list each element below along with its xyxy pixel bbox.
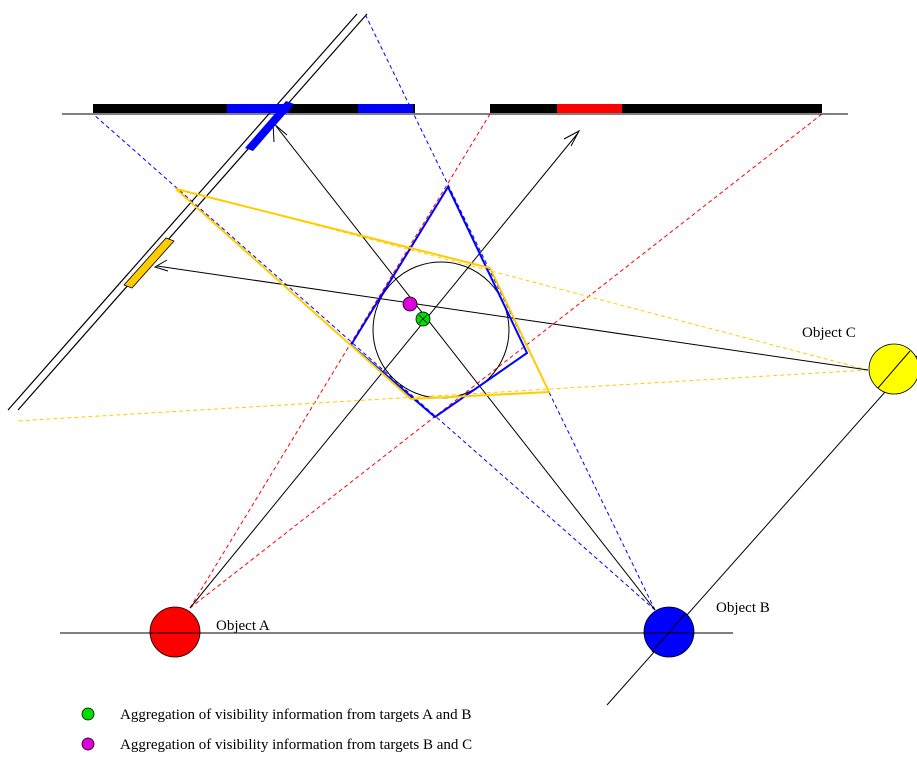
object-c-label: Object C <box>802 325 856 341</box>
aggregation-point-bc <box>402 296 418 312</box>
blue-segment-2 <box>358 104 413 113</box>
legend: Aggregation of visibility information fr… <box>81 707 472 753</box>
rail-blue-segment <box>245 101 294 151</box>
reconstruction-circle <box>372 261 510 399</box>
orange-projection-rays <box>15 187 869 422</box>
object-a-label: Object A <box>216 618 270 634</box>
object-b-label: Object B <box>716 600 770 616</box>
object-c-baseline <box>606 355 917 706</box>
rail-orange-segment <box>123 237 175 289</box>
solid-rays <box>156 125 869 611</box>
blue-segment-1 <box>227 104 289 113</box>
legend-marker-ab <box>81 707 95 721</box>
legend-text-bc: Aggregation of visibility information fr… <box>120 737 472 753</box>
legend-text-ab: Aggregation of visibility information fr… <box>120 707 471 723</box>
aggregation-ab-cross <box>418 314 428 324</box>
blue-projection-rays <box>92 13 656 611</box>
object-a-circle <box>149 606 201 658</box>
blue-quad <box>349 184 529 419</box>
arrow-heads <box>153 121 581 272</box>
red-projection-rays <box>189 113 823 609</box>
object-b-diag <box>651 612 687 653</box>
sensor-bar-right <box>490 104 822 113</box>
object-c-diag <box>877 350 911 389</box>
red-segment <box>557 104 622 113</box>
left-rail-inner <box>17 13 368 411</box>
left-rail-outer <box>7 13 358 411</box>
legend-marker-bc <box>81 737 95 751</box>
orange-quad <box>175 188 551 401</box>
